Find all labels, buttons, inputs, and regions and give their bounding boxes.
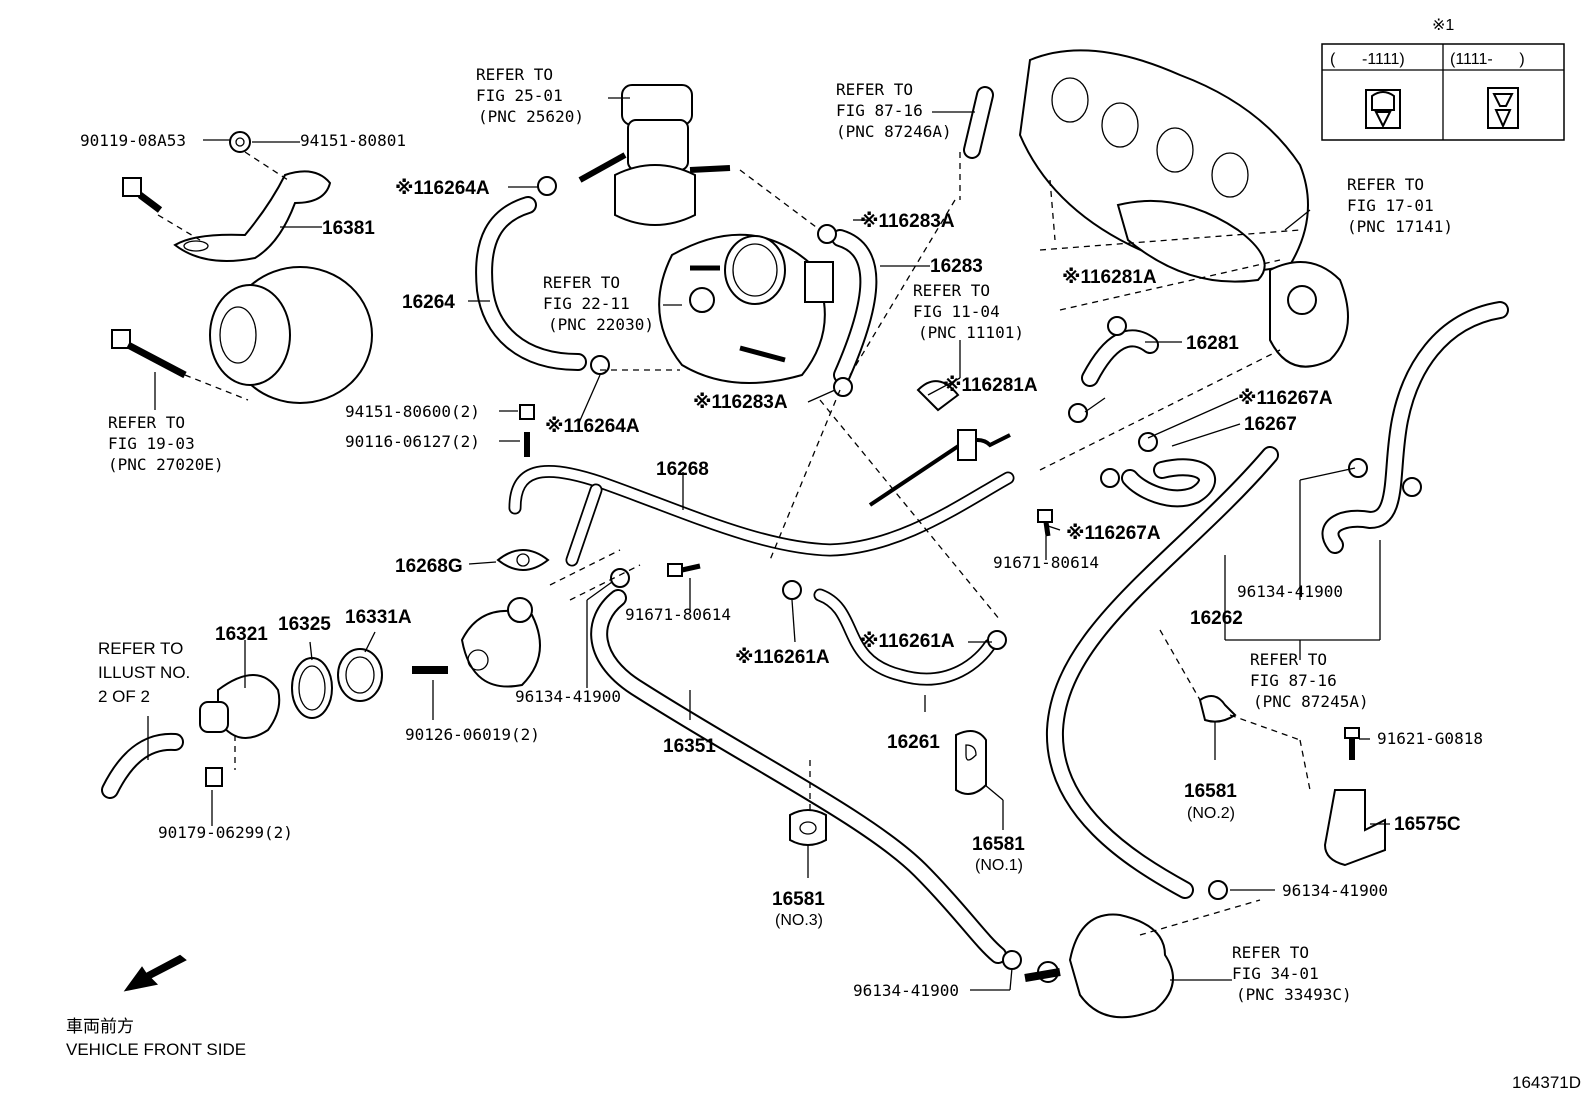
part-16267a-lower: ※116267A <box>1066 523 1161 544</box>
ref-fig11: REFER TO FIG 11-04 (PNC 11101) <box>913 281 1024 342</box>
legend-col1: ( -1111) <box>1330 51 1405 68</box>
part-90119-08a53: 90119-08A53 <box>80 131 186 150</box>
bracket-16575c <box>1323 727 1386 867</box>
hose-16268 <box>508 464 1015 567</box>
clamp-type-a-icon <box>1365 89 1401 129</box>
part-16283a-top: ※116283A <box>860 211 955 232</box>
part-16321: 16321 <box>215 624 268 645</box>
water-inlet-16321 <box>199 674 281 739</box>
part-16325: 16325 <box>278 614 331 635</box>
ref-fig87a: REFER TO FIG 87-16 (PNC 87246A) <box>836 80 952 141</box>
part-16575c: 16575C <box>1394 814 1461 835</box>
ref-fig19: REFER TO FIG 19-03 (PNC 27020E) <box>108 413 224 474</box>
direction-jp: 車両前方 <box>66 1017 134 1037</box>
part-16264a-top: ※116264A <box>395 178 490 199</box>
purge-vsv <box>578 84 731 226</box>
part-16581-no3-sub: (NO.3) <box>775 912 823 929</box>
throttle-body <box>658 233 834 384</box>
thermostat <box>337 648 383 702</box>
water-outlet <box>460 597 541 688</box>
part-90126-06019: 90126-06019(2) <box>405 725 540 744</box>
clamp-set <box>537 176 1422 970</box>
legend-mark: ※1 <box>1432 17 1454 34</box>
bracket-16381 <box>173 170 332 263</box>
hose-16264 <box>475 196 587 371</box>
part-96134-41900-right: 96134-41900 <box>1282 881 1388 900</box>
intake-manifold-gasket <box>1018 49 1349 368</box>
gasket-16268g <box>496 549 550 571</box>
part-16261a-right: ※116261A <box>860 631 955 652</box>
part-16283a-lower: ※116283A <box>693 392 788 413</box>
hose-16351 <box>590 589 1007 964</box>
hose-87246a <box>963 86 994 159</box>
pipe-assembly <box>868 380 1011 507</box>
direction-en: VEHICLE FRONT SIDE <box>66 1040 246 1059</box>
hose-16281 <box>1081 329 1159 387</box>
part-16262: 16262 <box>1190 608 1243 629</box>
clip-16581-no2 <box>1198 695 1237 723</box>
part-96134-41900-left: 96134-41900 <box>515 687 621 706</box>
alternator <box>209 266 373 404</box>
oil-cooler <box>1024 913 1174 1019</box>
clamp-type-b-icon <box>1487 87 1519 129</box>
part-94151-80600: 94151-80600(2) <box>345 402 480 421</box>
part-94151-80801: 94151-80801 <box>300 131 406 150</box>
part-96134-41900-upper: 96134-41900 <box>1237 582 1343 601</box>
hose-16262 <box>1045 301 1509 899</box>
bolt-alternator <box>111 329 187 379</box>
part-16351: 16351 <box>663 736 716 757</box>
legend-col2: (1111- ) <box>1450 51 1525 68</box>
part-96134-41900-bottom: 96134-41900 <box>853 981 959 1000</box>
part-16267a-top: ※116267A <box>1238 388 1333 409</box>
part-16581-no3: 16581 <box>772 889 825 910</box>
part-16581-no1-sub: (NO.1) <box>975 857 1023 874</box>
vehicle-front-arrow-icon <box>123 954 187 992</box>
part-16264a-lower: ※116264A <box>545 416 640 437</box>
part-16268: 16268 <box>656 459 709 480</box>
nut-90179 <box>205 767 223 787</box>
part-90116-06127: 90116-06127(2) <box>345 432 480 451</box>
ref-fig25: REFER TO FIG 25-01 (PNC 25620) <box>476 65 584 126</box>
part-16261: 16261 <box>887 732 940 753</box>
part-16268g: 16268G <box>395 556 463 577</box>
bolt-91671-b <box>667 563 701 577</box>
part-16581-no1: 16581 <box>972 834 1025 855</box>
part-16581-no2-sub: (NO.2) <box>1187 805 1235 822</box>
part-16281a-lower: ※116281A <box>943 375 1038 396</box>
ref-fig87b: REFER TO FIG 87-16 (PNC 87245A) <box>1250 650 1369 711</box>
part-91621-g0818: 91621-G0818 <box>1377 729 1483 748</box>
bolt-90119 <box>122 177 163 213</box>
ref-illust: REFER TO ILLUST NO. 2 OF 2 <box>98 639 195 706</box>
part-91671-80614-left: 91671-80614 <box>625 605 731 624</box>
clip-16581-no1 <box>955 730 987 795</box>
part-16381: 16381 <box>322 218 375 239</box>
part-16267: 16267 <box>1244 414 1297 435</box>
part-16261a-left: ※116261A <box>735 647 830 668</box>
part-16264: 16264 <box>402 292 455 313</box>
gasket-16325 <box>291 657 333 719</box>
part-16581-no2: 16581 <box>1184 781 1237 802</box>
legend-box: ※1 ( -1111) (1111- ) <box>1321 17 1565 141</box>
ref-fig17: REFER TO FIG 17-01 (PNC 17141) <box>1347 175 1453 236</box>
part-16283: 16283 <box>930 256 983 277</box>
nut-94151-80600 <box>519 404 535 420</box>
part-90179-06299: 90179-06299(2) <box>158 823 293 842</box>
nut-94151-80801 <box>229 131 251 153</box>
bolt-91671-a <box>1037 509 1053 537</box>
dashed-lines <box>157 151 1311 936</box>
clip-16581-no3 <box>789 809 827 846</box>
hose-illust-ref <box>101 732 184 799</box>
part-16331a: 16331A <box>345 607 412 628</box>
hose-16267 <box>1121 458 1216 508</box>
part-16281: 16281 <box>1186 333 1239 354</box>
ref-fig34: REFER TO FIG 34-01 (PNC 33493C) <box>1232 943 1352 1004</box>
part-91671-80614-right: 91671-80614 <box>993 553 1099 572</box>
part-16281a-top: ※116281A <box>1062 267 1157 288</box>
leader-lines <box>147 97 1390 991</box>
hose-16261 <box>813 588 997 686</box>
ref-fig22: REFER TO FIG 22-11 (PNC 22030) <box>543 273 654 334</box>
diagram-id: 164371D <box>1512 1073 1581 1092</box>
hose-16283 <box>831 229 878 384</box>
